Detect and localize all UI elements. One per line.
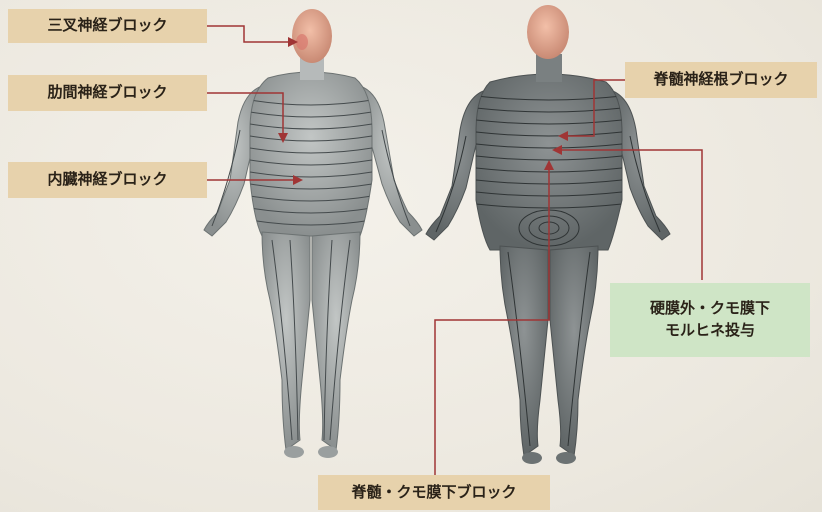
trigeminal-nerve-block-text: 三叉神経ブロック <box>47 15 167 37</box>
epidural-morphine-label: 硬膜外・クモ膜下 モルヒネ投与 <box>610 283 810 357</box>
spinal-root-block-text: 脊髄神経根ブロック <box>653 69 788 91</box>
visceral-nerve-block-label: 内臓神経ブロック <box>8 162 207 198</box>
intercostal-nerve-block-label: 肋間神経ブロック <box>8 75 207 111</box>
trigeminal-nerve-block-label: 三叉神経ブロック <box>8 9 207 43</box>
intercostal-nerve-block-text: 肋間神経ブロック <box>47 82 167 104</box>
subarachnoid-block-text: 脊髄・クモ膜下ブロック <box>351 482 516 504</box>
front-body-figure <box>204 9 422 458</box>
spinal-root-block-label: 脊髄神経根ブロック <box>625 62 817 98</box>
trigeminal-pointer <box>207 26 290 42</box>
subarachnoid-block-label: 脊髄・クモ膜下ブロック <box>318 475 550 510</box>
visceral-nerve-block-text: 内臓神経ブロック <box>47 169 167 191</box>
epidural-morphine-line2: モルヒネ投与 <box>665 320 755 342</box>
epidural-morphine-line1: 硬膜外・クモ膜下 <box>650 298 770 320</box>
